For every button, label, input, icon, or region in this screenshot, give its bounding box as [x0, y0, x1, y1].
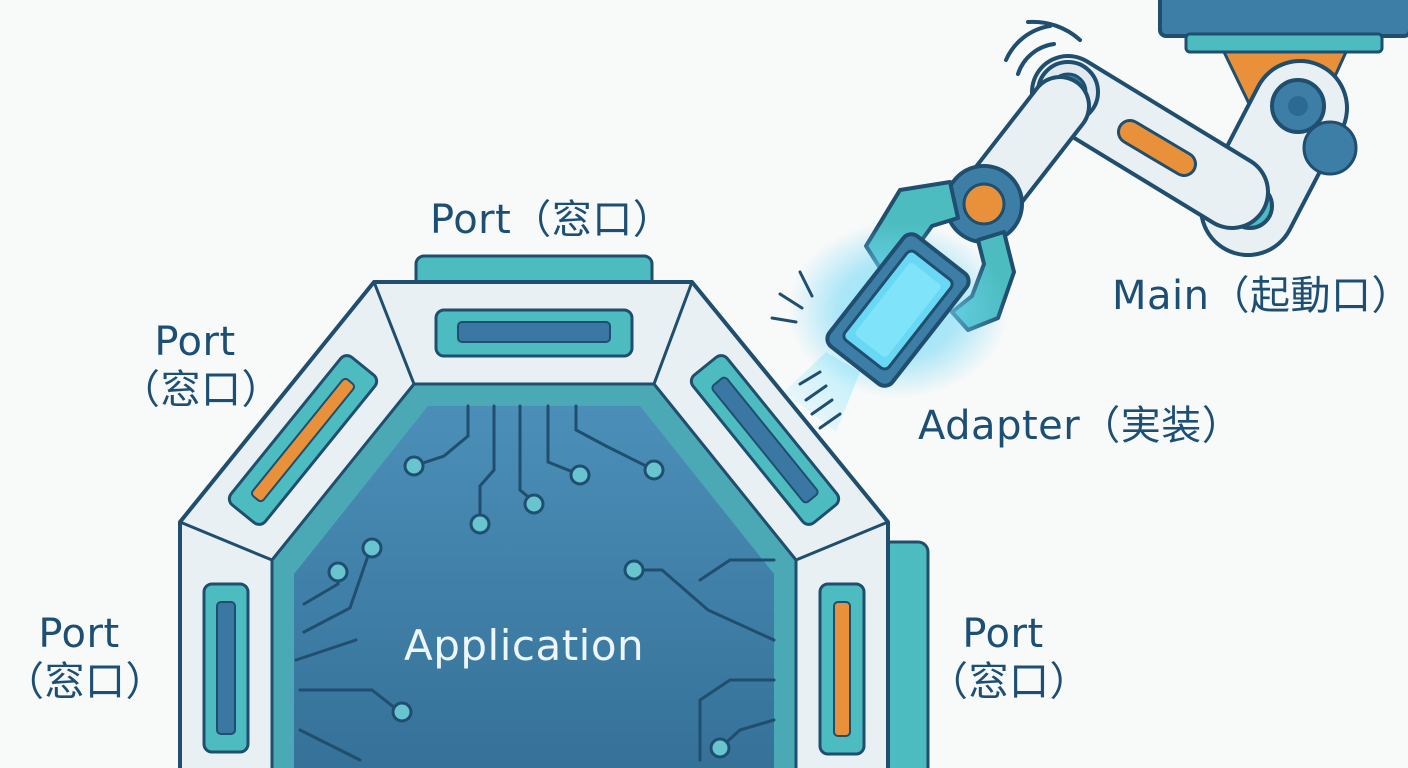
- label-port-right-word: Port: [962, 611, 1044, 657]
- label-port-left-lower-word: Port: [38, 611, 120, 657]
- port-slot-top: [434, 308, 634, 358]
- application-core: [294, 406, 774, 768]
- label-port-right: Port （窓口）: [928, 610, 1090, 706]
- label-port-right-jp: （窓口）: [928, 659, 1090, 705]
- label-port-left-lower: Port （窓口）: [4, 610, 166, 706]
- label-application: Application: [404, 621, 645, 670]
- label-port-left-lower-jp: （窓口）: [4, 659, 166, 705]
- port-slot-lower-left: [202, 582, 250, 754]
- port-slot-lower-right: [818, 582, 866, 756]
- label-port-left-upper: Port （窓口）: [120, 318, 282, 414]
- label-port-top: Port（窓口）: [430, 197, 674, 243]
- robot-arm-icon: [864, 19, 1358, 332]
- label-main: Main（起動口）: [1112, 273, 1408, 319]
- label-adapter: Adapter（実装）: [918, 403, 1243, 449]
- label-port-left-upper-word: Port: [154, 319, 236, 365]
- adapter-chip-icon: [770, 222, 1008, 432]
- port-slot-upper-left: [227, 354, 379, 526]
- circuit-nodes: [327, 455, 731, 759]
- hexagon-core-icon: [178, 254, 930, 768]
- label-port-left-upper-jp: （窓口）: [120, 367, 282, 413]
- port-slot-upper-right: [689, 354, 841, 526]
